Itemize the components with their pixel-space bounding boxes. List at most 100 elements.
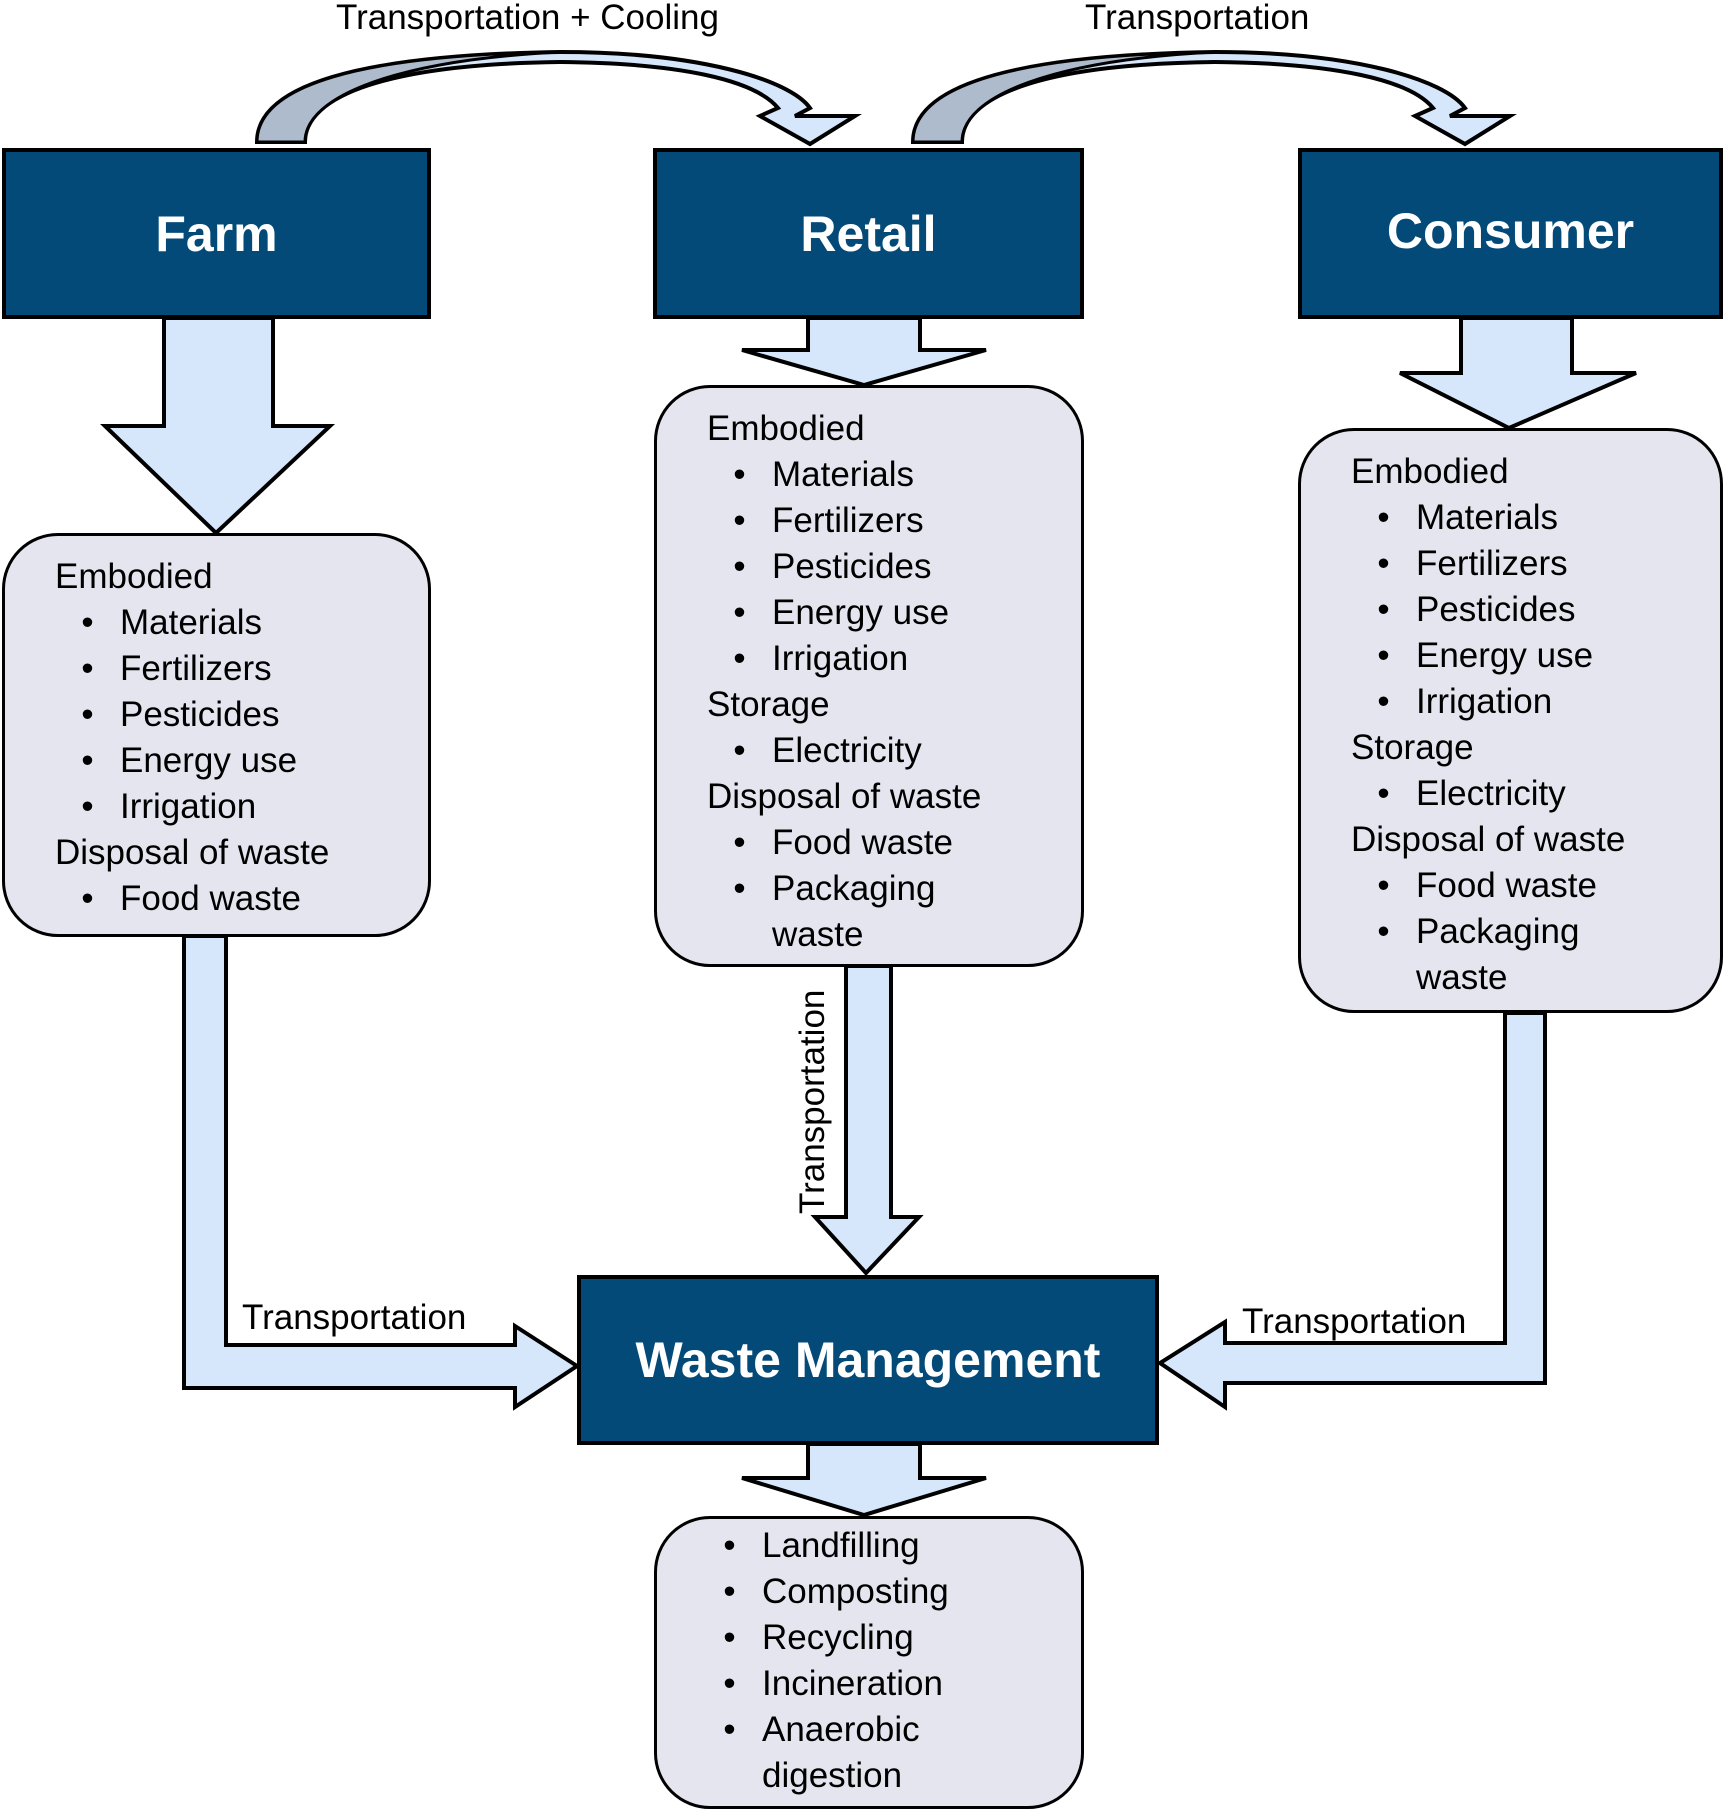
- list-item-text: Irrigation: [772, 639, 909, 678]
- list-item-text: Food waste: [772, 823, 953, 862]
- group-title: Embodied: [707, 409, 865, 448]
- stage-retail-title: Retail: [800, 205, 937, 262]
- bullet-icon: •: [723, 1526, 736, 1565]
- list-item-text: Food waste: [1416, 866, 1597, 905]
- list-item: • Packaging waste: [707, 866, 1081, 958]
- bullet-icon: •: [1377, 912, 1390, 951]
- list-item-text: Fertilizers: [1416, 544, 1568, 583]
- arrow-consumer-down: [1399, 316, 1637, 431]
- bullet-icon: •: [733, 869, 746, 908]
- list-item-text: Food waste: [120, 879, 301, 918]
- group-title: Disposal of waste: [1351, 820, 1626, 859]
- stage-farm-title: Farm: [155, 205, 278, 262]
- list-item-text: Energy use: [1416, 636, 1594, 675]
- list-item-text: Fertilizers: [772, 501, 924, 540]
- bullet-icon: •: [1377, 866, 1390, 905]
- list-item: •Energy use: [1351, 633, 1720, 679]
- list-item: • Recycling: [697, 1615, 1081, 1661]
- flow-label-retail-to-consumer: Transportation: [1085, 0, 1310, 37]
- bullet-icon: •: [733, 455, 746, 494]
- list-item-text: Incineration: [762, 1664, 943, 1703]
- list-item: • Anaerobic digestion: [697, 1707, 1081, 1799]
- list-item: • Food waste: [707, 820, 1081, 866]
- list-item-text: Pesticides: [1416, 590, 1576, 629]
- list-item-text: Anaerobic digestion: [762, 1710, 920, 1795]
- bullet-icon: •: [81, 603, 94, 642]
- list-item-text: Pesticides: [120, 695, 280, 734]
- bullet-icon: •: [81, 649, 94, 688]
- arrow-farm-to-waste: [182, 934, 581, 1411]
- bullet-icon: •: [723, 1710, 736, 1749]
- list-item-text: Fertilizers: [120, 649, 272, 688]
- list-item: • Pesticides: [55, 692, 428, 738]
- list-item: • Food waste: [1351, 863, 1720, 909]
- list-item-text: Materials: [1416, 498, 1558, 537]
- list-item-text: Irrigation: [1416, 682, 1553, 721]
- flow-label-farm-to-waste: Transportation: [242, 1298, 467, 1337]
- list-item-text: Irrigation: [120, 787, 257, 826]
- list-item: • Pesticides: [707, 544, 1081, 590]
- bullet-icon: •: [1377, 590, 1390, 629]
- bullet-icon: •: [723, 1572, 736, 1611]
- detail-box-waste-options: • Landfilling • Composting • Recycling • Incine…: [654, 1516, 1084, 1809]
- list-item-text: Landfilling: [762, 1526, 920, 1565]
- list-item: • Pesticides: [1351, 587, 1720, 633]
- list-item: •Energy use: [707, 590, 1081, 636]
- bullet-icon: •: [81, 695, 94, 734]
- bullet-icon: •: [733, 731, 746, 770]
- list-item: • Irrigation: [707, 636, 1081, 682]
- list-item: • Irrigation: [55, 784, 428, 830]
- bullet-icon: •: [81, 787, 94, 826]
- group-title: Disposal of waste: [55, 833, 330, 872]
- group-title: Storage: [707, 685, 830, 724]
- stage-consumer-title: Consumer: [1386, 202, 1635, 259]
- bullet-icon: •: [1377, 544, 1390, 583]
- list-item: • Landfilling: [697, 1523, 1081, 1569]
- flow-label-retail-to-waste: Transportation: [793, 989, 832, 1214]
- list-item-text: Composting: [762, 1572, 949, 1611]
- list-item-text: Packaging waste: [772, 869, 936, 954]
- stage-waste-management-title: Waste Management: [635, 1332, 1101, 1388]
- list-item-text: Pesticides: [772, 547, 932, 586]
- list-item-text: Materials: [120, 603, 262, 642]
- detail-box-retail: Embodied•Materials•Fertilizers•Pesticide…: [654, 385, 1084, 967]
- stage-retail[interactable]: Retail: [653, 148, 1084, 319]
- bullet-icon: •: [723, 1618, 736, 1657]
- stage-waste-management[interactable]: Waste Management: [577, 1275, 1159, 1445]
- bullet-icon: •: [1377, 498, 1390, 537]
- curved-arrow-retail-to-consumer-tail: [911, 50, 1216, 144]
- group-title: Disposal of waste: [707, 777, 982, 816]
- bullet-icon: •: [1377, 774, 1390, 813]
- bullet-icon: •: [81, 879, 94, 918]
- flow-label-farm-to-retail: Transportation + Cooling: [336, 0, 719, 37]
- list-item: •Irrigation: [1351, 679, 1720, 725]
- list-item-text: Recycling: [762, 1618, 914, 1657]
- list-item: • Materials: [1351, 495, 1720, 541]
- list-item: •Energy use: [55, 738, 428, 784]
- bullet-icon: •: [733, 823, 746, 862]
- stage-farm[interactable]: Farm: [2, 148, 431, 319]
- arrow-waste-down: [741, 1442, 987, 1518]
- bullet-icon: •: [733, 547, 746, 586]
- bullet-icon: •: [723, 1664, 736, 1703]
- arrow-retail-to-waste: [810, 964, 924, 1276]
- list-item-text: Packaging waste: [1416, 912, 1580, 997]
- list-item: • Food waste: [55, 876, 428, 922]
- curved-arrow-farm-to-retail-tail: [255, 50, 561, 144]
- stage-consumer[interactable]: Consumer: [1298, 148, 1723, 319]
- group-title: Embodied: [55, 557, 213, 596]
- list-item: • Fertilizers: [55, 646, 428, 692]
- group-title: Embodied: [1351, 452, 1509, 491]
- curved-arrow-farm-to-retail: [254, 49, 862, 147]
- list-item: • Electricity: [707, 728, 1081, 774]
- arrow-retail-down: [741, 316, 987, 388]
- bullet-icon: •: [733, 639, 746, 678]
- list-item: • Fertilizers: [1351, 541, 1720, 587]
- detail-box-consumer: Embodied • Materials • Fertilizers • Pesticide…: [1298, 428, 1723, 1013]
- list-item: •Electricity: [1351, 771, 1720, 817]
- list-item-text: Electricity: [772, 731, 922, 770]
- list-item: • Composting: [697, 1569, 1081, 1615]
- arrow-consumer-to-waste: [1156, 1011, 1547, 1411]
- bullet-icon: •: [81, 741, 94, 780]
